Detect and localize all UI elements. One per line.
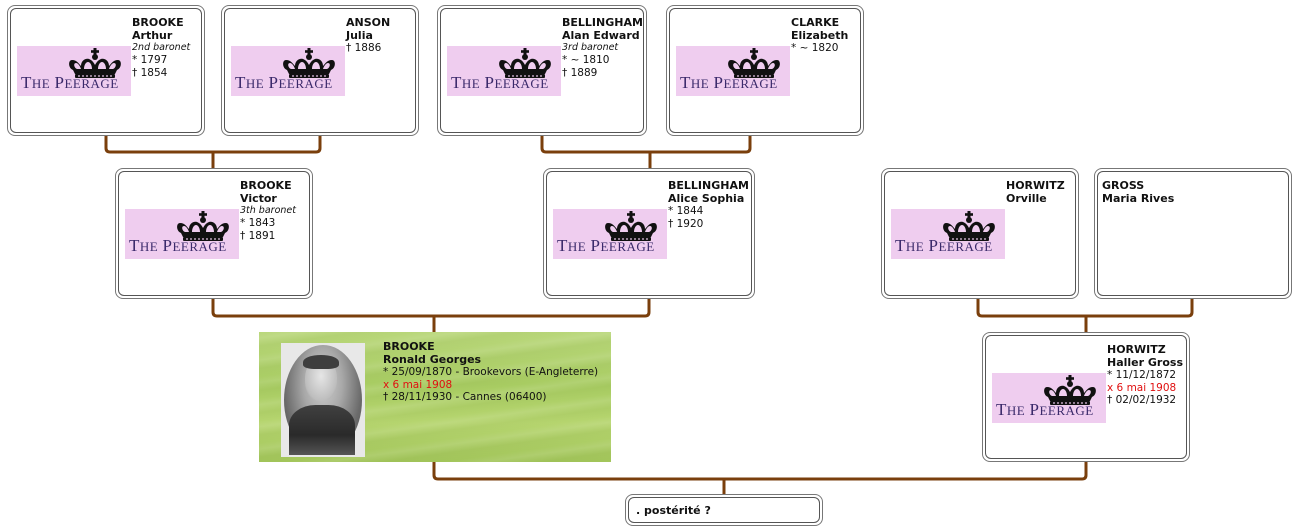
logo-text: THE PEERAGE (451, 73, 549, 92)
person-surname: BROOKE (383, 340, 435, 353)
connector-brooke-anson (104, 136, 322, 154)
person-death: † 28/11/1930 - Cannes (06400) (383, 391, 547, 403)
person-marriage: x 6 mai 1908 (1107, 381, 1177, 394)
person-marriage: x 6 mai 1908 (383, 378, 453, 391)
person-surname: BROOKE (132, 16, 184, 29)
person-death: † 1854 (132, 66, 168, 79)
person-title: 3rd baronet (562, 42, 619, 53)
person-surname: GROSS (1102, 179, 1145, 192)
person-given-name: Elizabeth (791, 29, 849, 42)
the-peerage-logo: THE PEERAGE (553, 209, 667, 259)
logo-text: THE PEERAGE (557, 236, 655, 255)
person-given-name: Arthur (132, 29, 173, 42)
person-given-name: Ronald Georges (383, 353, 482, 366)
person-birth: * 1844 (668, 205, 704, 217)
person-given-name: Haller Gross (1107, 356, 1183, 369)
logo-text: THE PEERAGE (680, 73, 778, 92)
the-peerage-logo: THE PEERAGE (231, 46, 345, 96)
person-surname: CLARKE (791, 16, 840, 29)
person-surname: HORWITZ (1107, 343, 1166, 356)
person-card-brooke-arthur[interactable]: THE PEERAGE BROOKE Arthur 2nd baronet * … (7, 5, 205, 136)
connector-orville-maria (976, 299, 1194, 318)
person-given-name: Orville (1006, 192, 1047, 205)
person-given-name: Victor (240, 192, 277, 205)
logo-text: THE PEERAGE (996, 400, 1094, 419)
person-given-name: Julia (346, 29, 373, 42)
person-card-bellingham-alan[interactable]: THE PEERAGE BELLINGHAM Alan Edward 3rd b… (437, 5, 647, 136)
the-peerage-logo: THE PEERAGE (125, 209, 239, 259)
person-card-brooke-victor[interactable]: THE PEERAGE BROOKE Victor 3th baronet * … (115, 168, 313, 299)
person-surname: BROOKE (240, 179, 292, 192)
the-peerage-logo: THE PEERAGE (676, 46, 790, 96)
person-death: † 1889 (562, 66, 598, 79)
connector-ronald-haller (432, 462, 1088, 481)
person-birth: * ~ 1810 (562, 54, 610, 66)
connector-victor-alice (211, 299, 651, 318)
the-peerage-logo: THE PEERAGE (17, 46, 131, 96)
person-card-brooke-ronald[interactable]: BROOKE Ronald Georges * 25/09/1870 - Bro… (259, 332, 611, 462)
person-birth: * 1797 (132, 54, 168, 66)
person-birth: * 1843 (240, 217, 276, 229)
the-peerage-logo: THE PEERAGE (447, 46, 561, 96)
connector-bellingham-clarke (540, 136, 752, 154)
person-surname: HORWITZ (1006, 179, 1065, 192)
person-surname: ANSON (346, 16, 391, 29)
person-birth: * ~ 1820 (791, 42, 839, 54)
person-card-bellingham-alice[interactable]: THE PEERAGE BELLINGHAM Alice Sophia * 18… (543, 168, 755, 299)
person-card-anson-julia[interactable]: THE PEERAGE ANSON Julia † 1886 (221, 5, 419, 136)
person-surname: BELLINGHAM (562, 16, 643, 29)
logo-text: THE PEERAGE (21, 73, 119, 92)
the-peerage-logo: THE PEERAGE (891, 209, 1005, 259)
person-death: † 02/02/1932 (1107, 394, 1177, 406)
person-given-name: Alice Sophia (668, 192, 745, 205)
posterity-label: . postérité ? (636, 504, 711, 517)
person-card-clarke-elizabeth[interactable]: THE PEERAGE CLARKE Elizabeth * ~ 1820 (666, 5, 864, 136)
posterity-box[interactable]: . postérité ? (625, 494, 823, 526)
person-surname: BELLINGHAM (668, 179, 749, 192)
person-title: 3th baronet (240, 205, 296, 216)
person-birth: * 25/09/1870 - Brookevors (E-Angleterre) (383, 366, 599, 378)
logo-text: THE PEERAGE (235, 73, 333, 92)
person-title: 2nd baronet (132, 42, 191, 53)
the-peerage-logo: THE PEERAGE (992, 373, 1106, 423)
person-card-gross-maria[interactable]: GROSS Maria Rives (1094, 168, 1292, 299)
person-birth: * 11/12/1872 (1107, 369, 1177, 381)
person-death: † 1891 (240, 229, 276, 242)
logo-text: THE PEERAGE (129, 236, 227, 255)
person-given-name: Maria Rives (1102, 192, 1175, 205)
person-portrait-photo (281, 343, 365, 457)
person-given-name: Alan Edward (562, 29, 640, 42)
person-death: † 1920 (668, 217, 704, 230)
person-death: † 1886 (346, 42, 382, 54)
person-card-horwitz-orville[interactable]: THE PEERAGE HORWITZ Orville (881, 168, 1079, 299)
logo-text: THE PEERAGE (895, 236, 993, 255)
person-card-horwitz-haller[interactable]: THE PEERAGE HORWITZ Haller Gross * 11/12… (982, 332, 1190, 462)
